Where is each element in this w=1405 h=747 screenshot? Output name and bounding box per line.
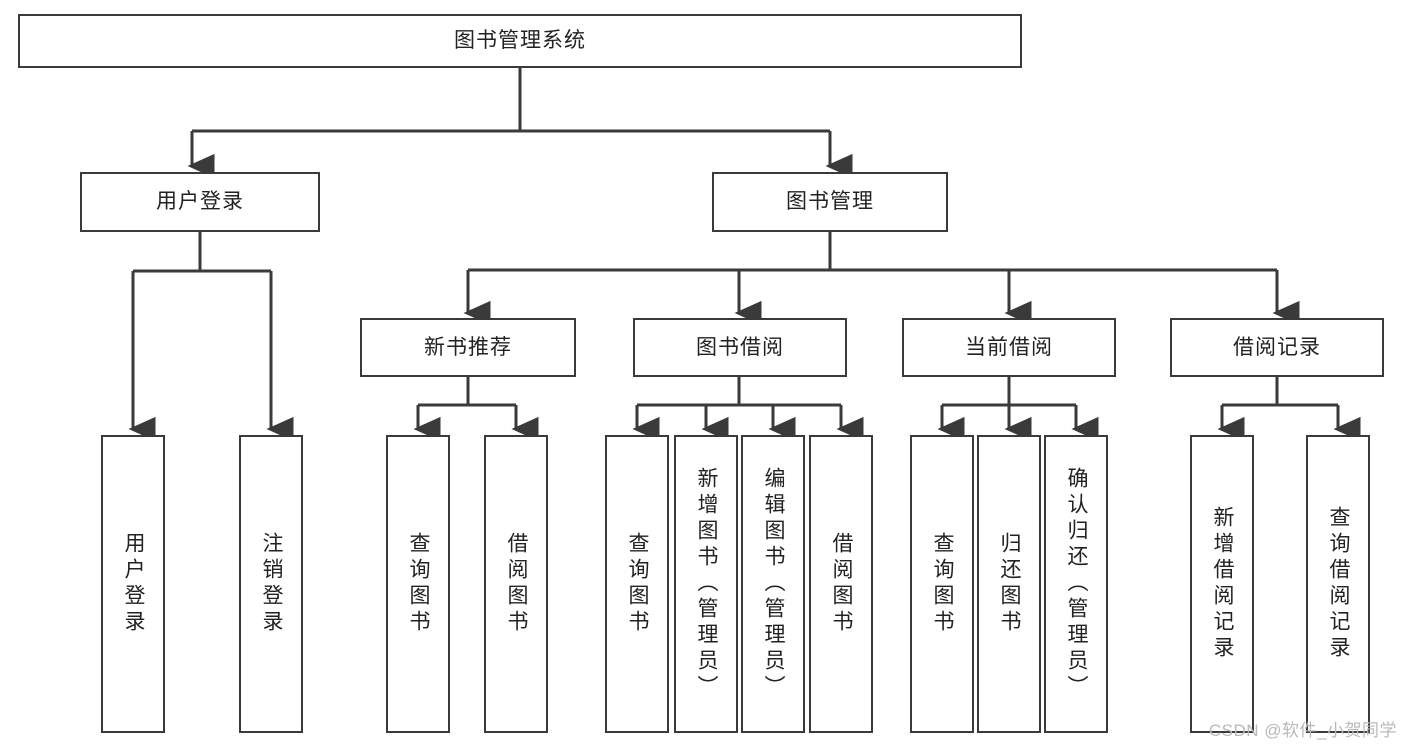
node-book-borrow[interactable]: 图书借阅 (633, 318, 847, 377)
leaf-book-borrow-query[interactable]: 查询图书 (605, 435, 669, 733)
node-current-borrow[interactable]: 当前借阅 (902, 318, 1116, 377)
leaf-label: 用户登录 (122, 532, 146, 636)
node-book-borrow-label: 图书借阅 (696, 335, 784, 359)
node-new-book-recommend-label: 新书推荐 (424, 335, 512, 359)
node-root[interactable]: 图书管理系统 (18, 14, 1022, 68)
node-book-management-label: 图书管理 (786, 190, 874, 214)
leaf-current-borrow-confirm[interactable]: 确认归还（管理员） (1044, 435, 1108, 733)
leaf-label: 查询图书 (626, 532, 650, 636)
node-book-management[interactable]: 图书管理 (712, 172, 948, 232)
leaf-label: 确认归还（管理员） (1065, 467, 1089, 701)
node-borrow-record[interactable]: 借阅记录 (1170, 318, 1384, 377)
leaf-borrow-record-add[interactable]: 新增借阅记录 (1190, 435, 1254, 733)
node-user-login-label: 用户登录 (156, 190, 244, 214)
leaf-user-login-login[interactable]: 用户登录 (101, 435, 165, 733)
leaf-book-borrow-borrow[interactable]: 借阅图书 (809, 435, 873, 733)
leaf-label: 注销登录 (260, 532, 284, 636)
node-user-login[interactable]: 用户登录 (80, 172, 320, 232)
leaf-borrow-record-query[interactable]: 查询借阅记录 (1306, 435, 1370, 733)
node-current-borrow-label: 当前借阅 (965, 335, 1053, 359)
leaf-label: 查询图书 (407, 532, 431, 636)
leaf-label: 新增借阅记录 (1211, 506, 1235, 662)
node-borrow-record-label: 借阅记录 (1233, 335, 1321, 359)
leaf-label: 归还图书 (998, 532, 1022, 636)
node-root-label: 图书管理系统 (454, 29, 586, 53)
leaf-current-borrow-return[interactable]: 归还图书 (977, 435, 1041, 733)
leaf-new-book-borrow[interactable]: 借阅图书 (484, 435, 548, 733)
leaf-label: 查询图书 (931, 532, 955, 636)
node-new-book-recommend[interactable]: 新书推荐 (360, 318, 576, 377)
leaf-label: 借阅图书 (505, 532, 529, 636)
leaf-label: 查询借阅记录 (1327, 506, 1351, 662)
leaf-label: 新增图书（管理员） (695, 467, 719, 701)
leaf-current-borrow-query[interactable]: 查询图书 (910, 435, 974, 733)
leaf-book-borrow-edit[interactable]: 编辑图书（管理员） (741, 435, 805, 733)
csdn-watermark: CSDN @软件_小贺同学 (1208, 721, 1397, 740)
leaf-book-borrow-add[interactable]: 新增图书（管理员） (674, 435, 738, 733)
leaf-new-book-query[interactable]: 查询图书 (386, 435, 450, 733)
leaf-label: 编辑图书（管理员） (762, 467, 786, 701)
leaf-user-login-logout[interactable]: 注销登录 (239, 435, 303, 733)
leaf-label: 借阅图书 (830, 532, 854, 636)
